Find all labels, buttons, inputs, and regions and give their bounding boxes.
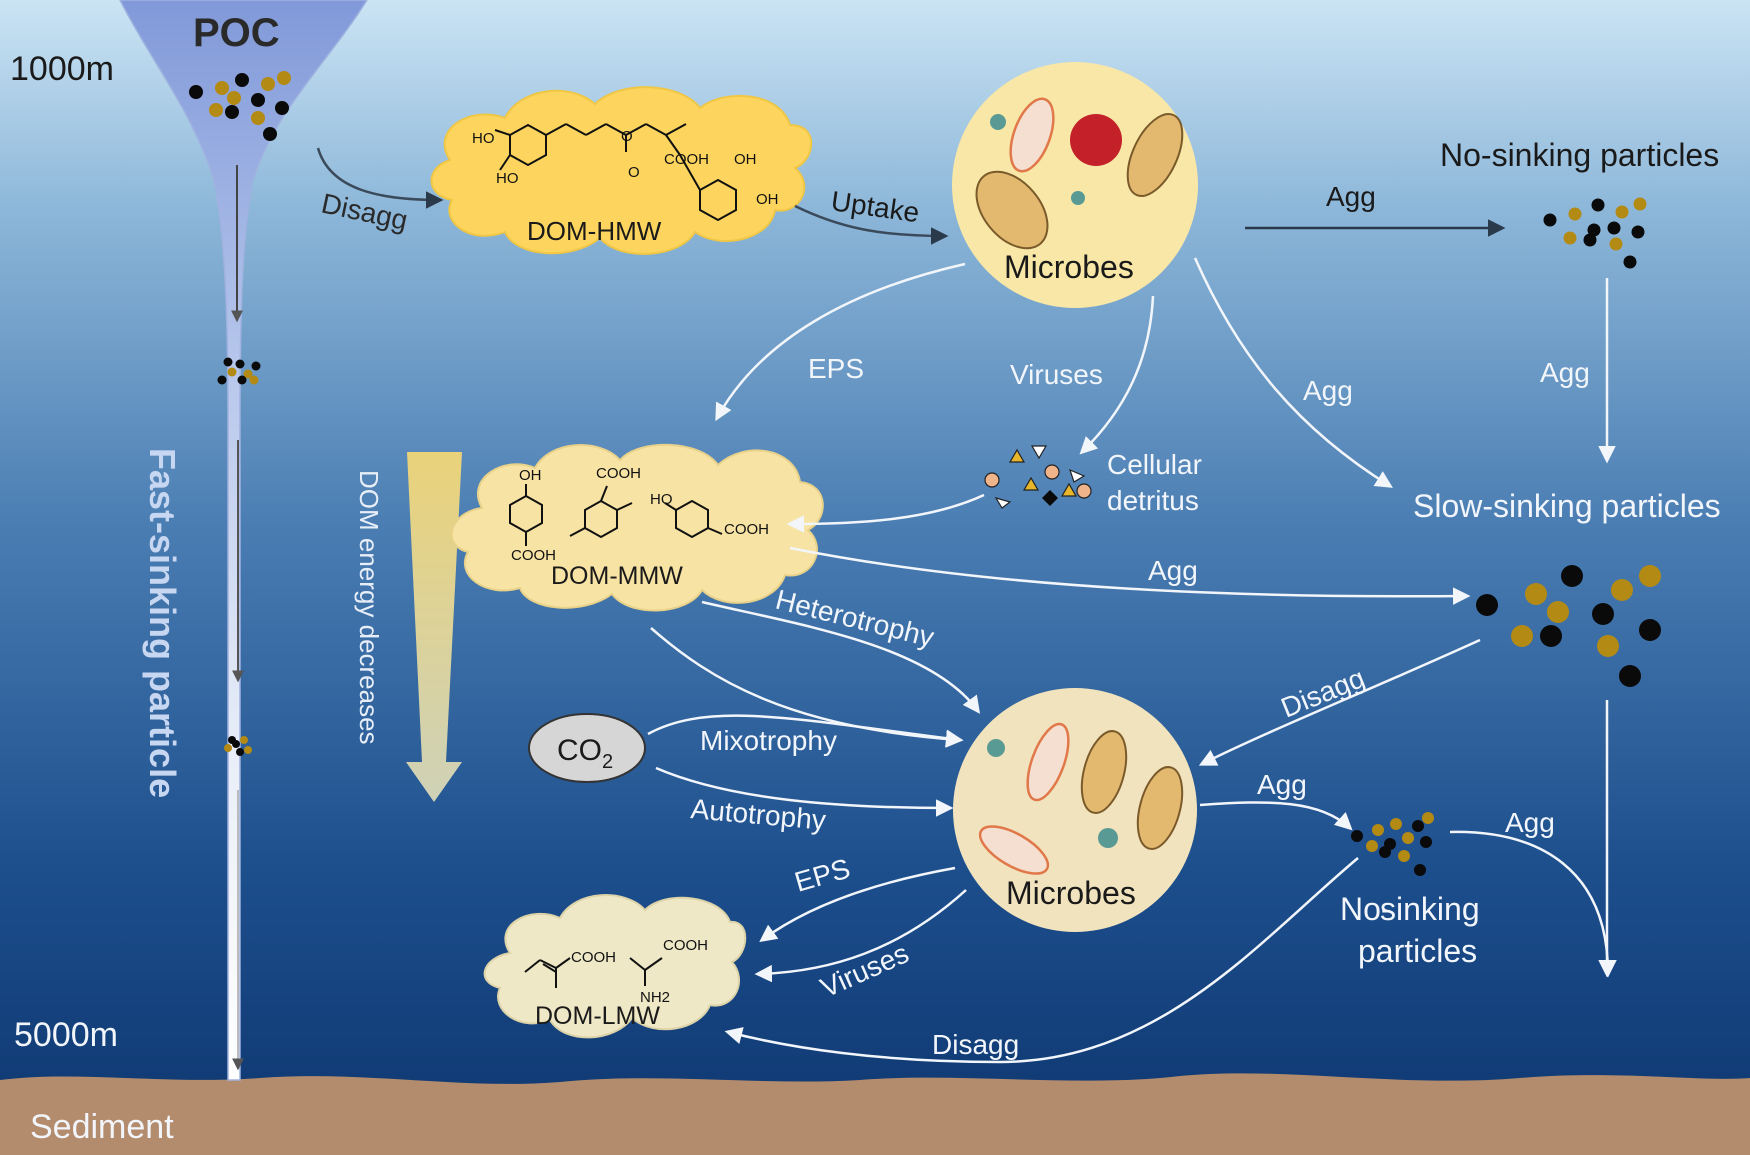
cellular-detritus-shapes — [984, 445, 1092, 509]
microbes-top-label: Microbes — [1004, 249, 1134, 285]
lmw-group-cooh-1: COOH — [571, 949, 616, 966]
hmw-group-o-1: O — [621, 128, 633, 145]
mmw-group-cooh-2: COOH — [596, 465, 641, 482]
dom-energy-arrow — [406, 452, 462, 802]
arrow-uptake — [794, 204, 949, 245]
no-sinking-bottom-cluster — [1351, 812, 1434, 876]
arrow-viruses-low — [754, 889, 967, 983]
no-sinking-top-label: No-sinking particles — [1440, 137, 1719, 173]
co2-bubble: CO2 — [528, 713, 646, 783]
label-agg-diag: Agg — [1303, 375, 1353, 406]
arrow-disagg-top — [316, 147, 444, 209]
lmw-group-nh2: NH2 — [640, 989, 670, 1006]
arrow-mixotrophy — [647, 714, 964, 747]
arrow-eps-low — [759, 866, 956, 943]
label-viruses-top: Viruses — [1010, 359, 1103, 390]
arrow-agg-diag — [1193, 257, 1393, 488]
label-agg-top: Agg — [1326, 181, 1376, 212]
label-agg-right: Agg — [1540, 357, 1590, 388]
depth-bottom-label: 5000m — [14, 1016, 118, 1054]
sediment-label: Sediment — [30, 1108, 174, 1146]
mmw-group-cooh-3: COOH — [724, 521, 769, 538]
dom-hmw-cloud: HO HO O O COOH OH OH DOM-HMW — [430, 86, 813, 255]
dom-lmw-cloud: COOH COOH NH2 DOM-LMW — [483, 894, 747, 1039]
hmw-group-o-2: O — [628, 164, 640, 181]
label-mixotrophy: Mixotrophy — [700, 725, 837, 756]
mmw-group-cooh-1: COOH — [511, 547, 556, 564]
label-disagg-bottom: Disagg — [932, 1029, 1019, 1060]
funnel-cluster-2 — [224, 736, 252, 756]
arrow-detritus — [786, 493, 985, 533]
hmw-group-oh-2: OH — [756, 191, 779, 208]
dom-hmw-label: DOM-HMW — [527, 216, 662, 246]
dom-mmw-cloud: OH COOH COOH HO COOH DOM-MMW — [450, 443, 824, 612]
co2-base: CO — [557, 734, 602, 767]
microbes-bottom-circle: Microbes — [953, 688, 1197, 932]
no-sinking-top-cluster — [1543, 197, 1647, 269]
cellular-detritus-label-1: Cellular — [1107, 449, 1202, 480]
label-eps-top: EPS — [808, 353, 864, 384]
label-agg-low: Agg — [1257, 769, 1307, 800]
microbes-top-circle: Microbes — [952, 62, 1198, 308]
hmw-group-cooh: COOH — [664, 151, 709, 168]
slow-sinking-label: Slow-sinking particles — [1413, 488, 1721, 524]
hmw-group-ho-1: HO — [472, 130, 495, 147]
no-sinking-bottom-label-2: sinking — [1380, 891, 1480, 927]
arrow-viruses-top — [1079, 295, 1155, 455]
no-sinking-bottom-label-1: No- — [1340, 891, 1392, 927]
arrow-agg-low — [1199, 801, 1353, 831]
arrow-heterotrophy — [701, 600, 981, 714]
no-sinking-bottom-label-3: particles — [1358, 933, 1477, 969]
funnel-cluster-1 — [217, 357, 261, 385]
mmw-group-ho: HO — [650, 491, 673, 508]
depth-top-label: 1000m — [10, 50, 114, 88]
label-agg-low-right: Agg — [1505, 807, 1555, 838]
arrow-agg-mid — [789, 546, 1471, 605]
arrow-agg-low-right — [1449, 830, 1617, 978]
co2-subscript: 2 — [602, 751, 613, 773]
slow-sinking-cluster — [1476, 565, 1661, 687]
arrow-disagg-bottom — [724, 857, 1359, 1064]
hmw-group-ho-2: HO — [496, 170, 519, 187]
hmw-group-oh-1: OH — [734, 151, 757, 168]
dom-energy-label: DOM energy decreases — [354, 470, 384, 745]
arrow-eps-top — [715, 262, 966, 422]
poc-label: POC — [193, 11, 280, 55]
arrow-disagg-right — [1198, 638, 1481, 766]
sediment-layer — [0, 1073, 1750, 1155]
microbes-bottom-label: Microbes — [1006, 875, 1136, 911]
fast-sinking-funnel — [119, 0, 368, 1081]
mmw-group-oh: OH — [519, 467, 542, 484]
label-agg-mid: Agg — [1148, 555, 1198, 586]
cellular-detritus-label-2: detritus — [1107, 485, 1199, 516]
arrow-autotrophy — [655, 766, 954, 817]
svg-text:CO2: CO2 — [557, 734, 613, 773]
fast-sinking-label: Fast-sinking particle — [142, 448, 183, 798]
poc-particles — [189, 71, 291, 141]
dom-mmw-label: DOM-MMW — [551, 562, 683, 590]
arrow-mmw-microbes — [650, 627, 964, 748]
dom-lmw-label: DOM-LMW — [535, 1002, 660, 1030]
lmw-group-cooh-2: COOH — [663, 937, 708, 954]
